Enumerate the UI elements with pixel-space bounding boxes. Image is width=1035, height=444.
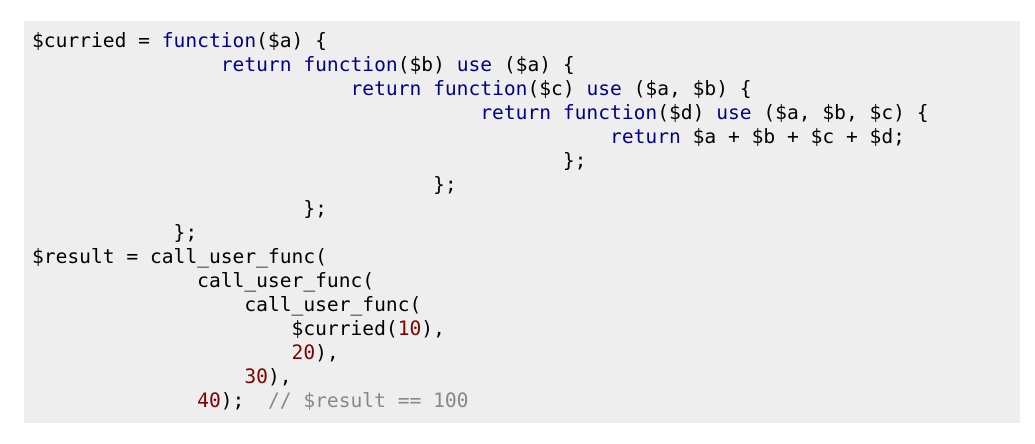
code-keyword: return — [220, 53, 292, 76]
code-token: $curried = — [32, 29, 162, 52]
code-keyword: function — [562, 101, 658, 124]
code-line: 20), — [32, 341, 1020, 365]
code-number: 10 — [397, 317, 422, 340]
code-line: return function($c) use ($a, $b) { — [32, 77, 1020, 101]
code-token — [551, 101, 563, 124]
code-token: ($a, $b, $c) { — [751, 101, 929, 124]
code-token: }; — [32, 149, 587, 172]
code-line: }; — [32, 197, 1020, 221]
code-line: 40); // $result == 100 — [32, 389, 1020, 413]
code-token: ), — [267, 365, 292, 388]
code-line: call_user_func( — [32, 293, 1020, 317]
code-line: }; — [32, 149, 1020, 173]
code-keyword: return — [610, 125, 681, 148]
code-line: }; — [32, 221, 1020, 245]
code-token: ($a, $b) { — [621, 77, 752, 100]
code-line: $curried = function($a) { — [32, 29, 1020, 53]
code-token — [32, 365, 244, 388]
code-keyword: function — [161, 29, 257, 52]
code-token: call_user_func( — [32, 293, 422, 316]
code-token: }; — [32, 221, 198, 244]
code-token: ), — [315, 341, 339, 364]
code-token — [292, 53, 304, 76]
code-keyword: use — [716, 101, 752, 124]
code-token: ); — [220, 389, 268, 412]
code-keyword: function — [433, 77, 528, 100]
code-token — [32, 125, 610, 148]
code-number: 30 — [244, 365, 268, 388]
code-line: call_user_func( — [32, 269, 1020, 293]
code-keyword: use — [456, 53, 493, 76]
code-token: ($c) — [527, 77, 587, 100]
code-token: ($a) { — [492, 53, 575, 76]
code-listing: $curried = function($a) { return functio… — [32, 29, 1020, 413]
code-token: }; — [32, 197, 327, 220]
code-token: $curried( — [32, 317, 398, 340]
code-comment: // $result == 100 — [267, 389, 469, 412]
code-token: $a + $b + $c + $d; — [680, 125, 905, 148]
code-block: $curried = function($a) { return functio… — [24, 21, 1020, 423]
code-token: ($a) { — [256, 29, 327, 52]
code-line: $result = call_user_func( — [32, 245, 1020, 269]
code-token: }; — [32, 173, 457, 196]
code-line: return function($d) use ($a, $b, $c) { — [32, 101, 1020, 125]
code-line: return $a + $b + $c + $d; — [32, 125, 1020, 149]
code-token — [32, 341, 292, 364]
code-line: return function($b) use ($a) { — [32, 53, 1020, 77]
code-keyword: use — [586, 77, 622, 100]
code-token — [421, 77, 433, 100]
code-token: ), — [421, 317, 445, 340]
code-token: call_user_func( — [32, 269, 375, 292]
code-keyword: function — [303, 53, 398, 76]
code-line: $curried(10), — [32, 317, 1020, 341]
code-token: $result = call_user_func( — [32, 245, 327, 268]
code-token: ($d) — [657, 101, 717, 124]
code-token — [32, 389, 197, 412]
code-token — [32, 101, 480, 124]
code-number: 40 — [197, 389, 221, 412]
code-token: ($b) — [397, 53, 457, 76]
code-keyword: return — [350, 77, 422, 100]
code-line: 30), — [32, 365, 1020, 389]
code-number: 20 — [291, 341, 316, 364]
code-token — [32, 77, 351, 100]
code-keyword: return — [480, 101, 552, 124]
code-token — [32, 53, 221, 76]
code-line: }; — [32, 173, 1020, 197]
